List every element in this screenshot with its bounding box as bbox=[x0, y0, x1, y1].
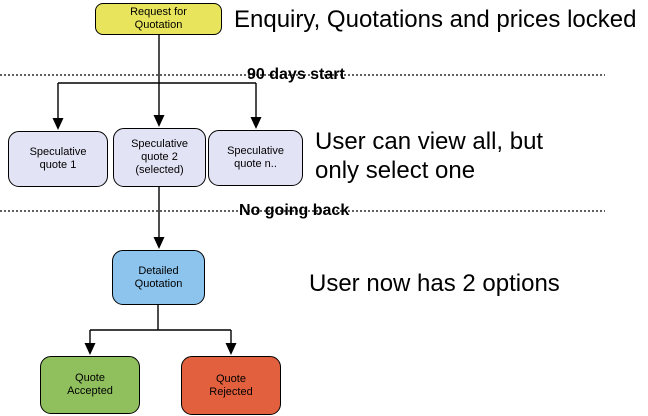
node-accepted-label: Quote Accepted bbox=[67, 372, 113, 397]
phase-label-90-days-start: 90 days start bbox=[247, 66, 345, 83]
node-detailed-quotation: Detailed Quotation bbox=[112, 250, 205, 305]
connector-lines bbox=[57, 35, 257, 344]
arrowhead-rejected bbox=[225, 343, 237, 355]
node-speculative-quote-n: Speculative quote n.. bbox=[208, 130, 303, 186]
arrowhead-accepted bbox=[84, 343, 96, 355]
node-specn-label: Speculative quote n.. bbox=[227, 145, 284, 170]
node-request-label: Request for Quotation bbox=[130, 6, 187, 31]
arrowheads bbox=[52, 115, 262, 355]
arrowhead-spec2 bbox=[153, 115, 165, 127]
annotation-enquiry-locked: Enquiry, Quotations and prices locked bbox=[234, 6, 637, 33]
node-quote-rejected: Quote Rejected bbox=[181, 356, 281, 415]
node-request-for-quotation: Request for Quotation bbox=[95, 3, 222, 35]
arrowhead-specn bbox=[250, 117, 262, 129]
phase-label-no-going-back: No going back bbox=[239, 202, 350, 219]
node-speculative-quote-1: Speculative quote 1 bbox=[8, 131, 108, 187]
node-detailed-label: Detailed Quotation bbox=[134, 264, 183, 290]
node-spec1-label: Speculative quote 1 bbox=[29, 146, 87, 171]
phase-divider-lines bbox=[0, 74, 605, 212]
annotation-view-all: User can view all, but only select one bbox=[315, 128, 544, 184]
annotation-two-options: User now has 2 options bbox=[309, 270, 560, 297]
node-rejected-label: Quote Rejected bbox=[209, 372, 253, 398]
arrowhead-detailed bbox=[153, 237, 165, 249]
arrowhead-spec1 bbox=[52, 118, 64, 130]
node-quote-accepted: Quote Accepted bbox=[40, 356, 140, 414]
node-speculative-quote-2: Speculative quote 2 (selected) bbox=[113, 128, 206, 187]
node-spec2-label: Speculative quote 2 (selected) bbox=[131, 138, 188, 176]
